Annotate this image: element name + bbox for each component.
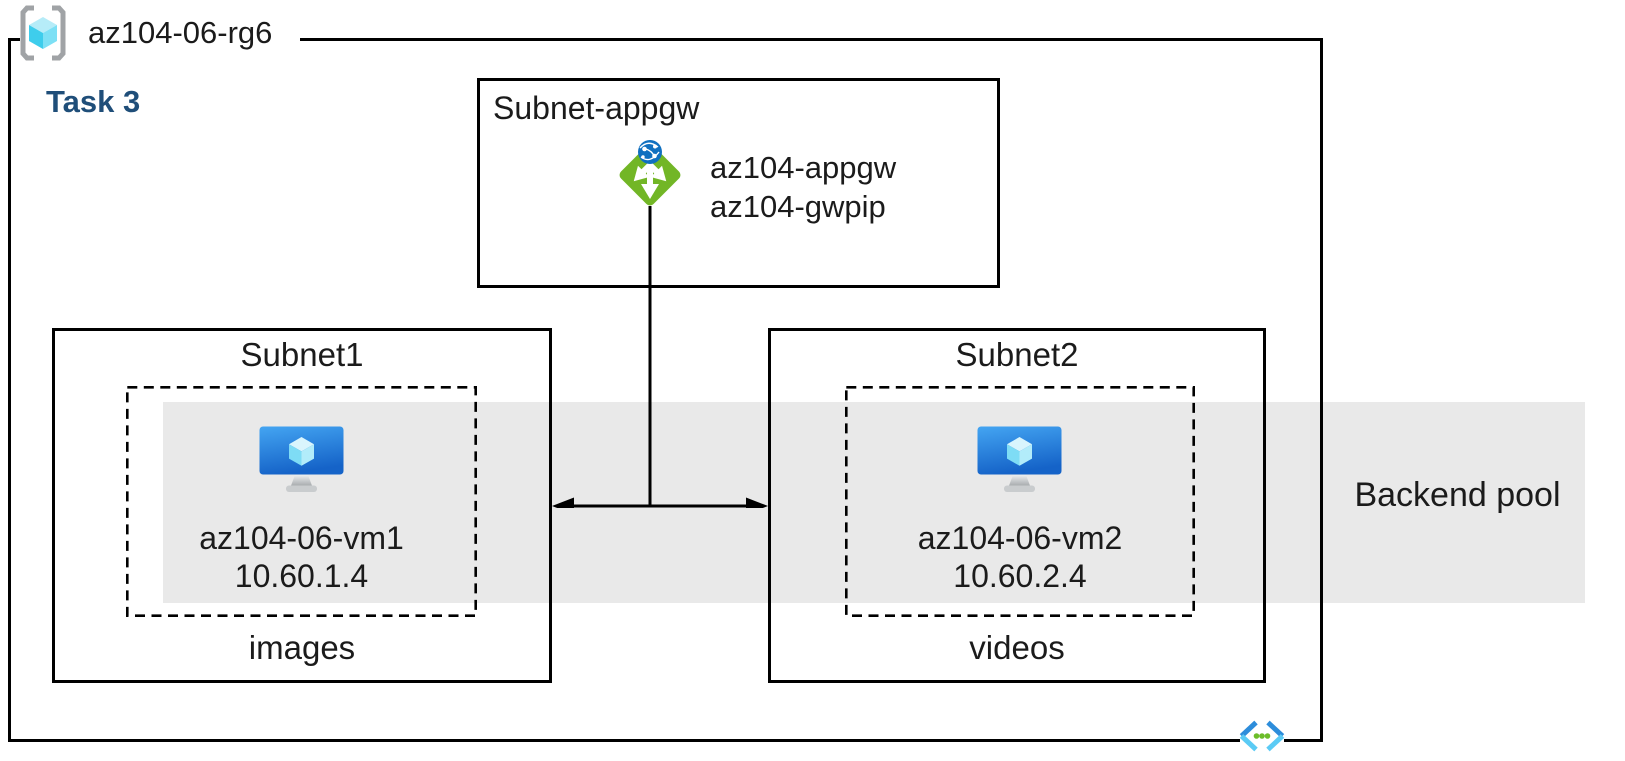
subnet1-box (52, 328, 552, 683)
subnet-appgw-title: Subnet-appgw (493, 90, 700, 126)
appgw-name: az104-appgw (710, 150, 897, 185)
appgw-labels: az104-appgw az104-gwpip (710, 148, 896, 226)
virtual-network-icon (1239, 720, 1285, 752)
resource-group-border-right (1320, 38, 1323, 742)
resource-group-border-top-stub (8, 38, 20, 41)
subnet2-box (768, 328, 1266, 683)
virtual-machine-icon (977, 426, 1062, 492)
vm1-name: az104-06-vm1 (199, 520, 404, 556)
vm1-labels: az104-06-vm1 10.60.1.4 (126, 519, 477, 595)
resource-group-border-left (8, 38, 11, 742)
resource-group-border-top (300, 38, 1323, 41)
subnet2-title: Subnet2 (955, 336, 1079, 373)
virtual-machine-icon (259, 426, 344, 492)
subnet1-title: Subnet1 (240, 336, 364, 373)
backend-pool-band (163, 402, 1585, 603)
vm2-labels: az104-06-vm2 10.60.2.4 (845, 519, 1195, 595)
vm2-name: az104-06-vm2 (917, 520, 1123, 556)
subnet1-storage-label: images (248, 629, 356, 666)
arrowhead-left (552, 497, 574, 508)
vm1-ip: 10.60.1.4 (234, 558, 369, 594)
subnet-appgw-box (477, 78, 1000, 288)
vm2-ip: 10.60.2.4 (953, 558, 1087, 594)
resource-group-title: az104-06-rg6 (88, 15, 273, 50)
subnet1-dashed-group (126, 386, 477, 617)
appgw-public-ip-name: az104-gwpip (710, 189, 886, 224)
application-gateway-icon (619, 140, 681, 206)
task-label: Task 3 (46, 84, 141, 119)
subnet2-storage-label: videos (969, 629, 1065, 666)
subnet2-dashed-group (845, 386, 1195, 617)
backend-pool-label: Backend pool (1354, 476, 1561, 514)
gateway-to-subnets-connector (552, 206, 768, 508)
arrowhead-right (746, 497, 768, 508)
resource-group-icon (20, 5, 66, 61)
resource-group-border-bottom (8, 739, 1323, 742)
